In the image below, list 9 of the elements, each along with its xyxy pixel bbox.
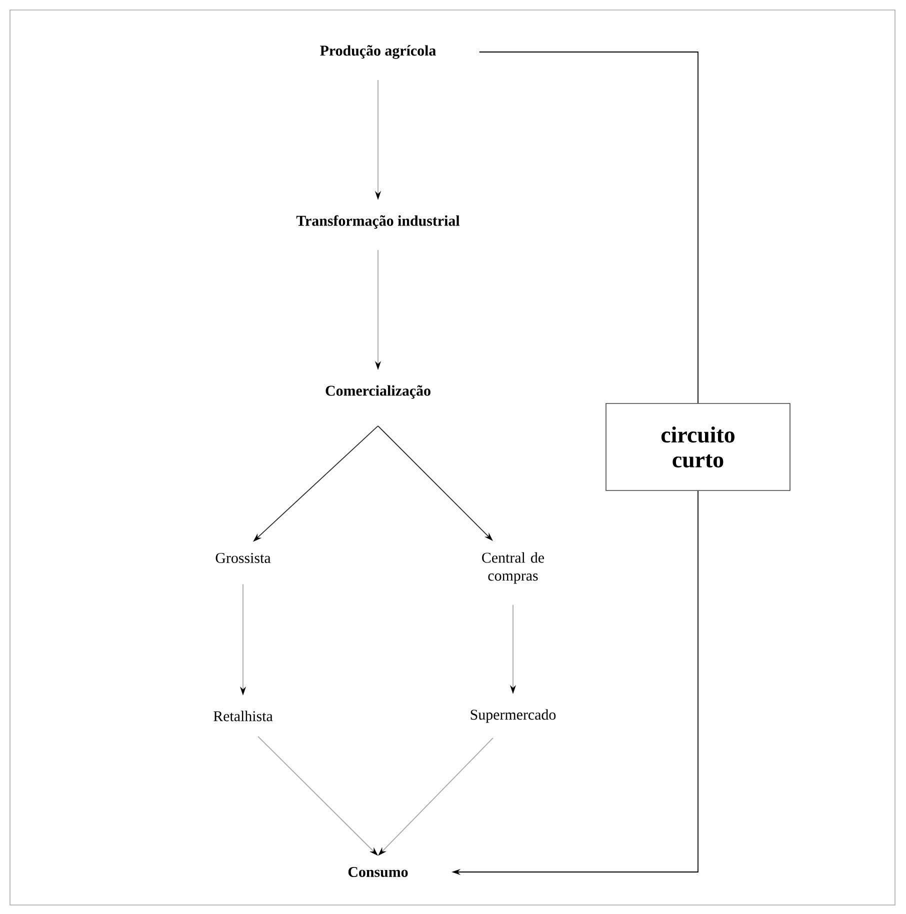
stage-label: Comercialização bbox=[326, 385, 430, 399]
stage-label: Grossista bbox=[216, 552, 271, 563]
stage-label: Supermercado bbox=[470, 709, 556, 723]
stage-label: Central de compras bbox=[482, 552, 544, 584]
stage-label: Retalhista bbox=[214, 710, 273, 722]
stage-label: Produção agrícola bbox=[320, 45, 436, 59]
stage-label: Consumo bbox=[348, 866, 408, 878]
label-box: circuito curto bbox=[606, 403, 790, 491]
stage-label: Transformação industrial bbox=[296, 215, 460, 229]
